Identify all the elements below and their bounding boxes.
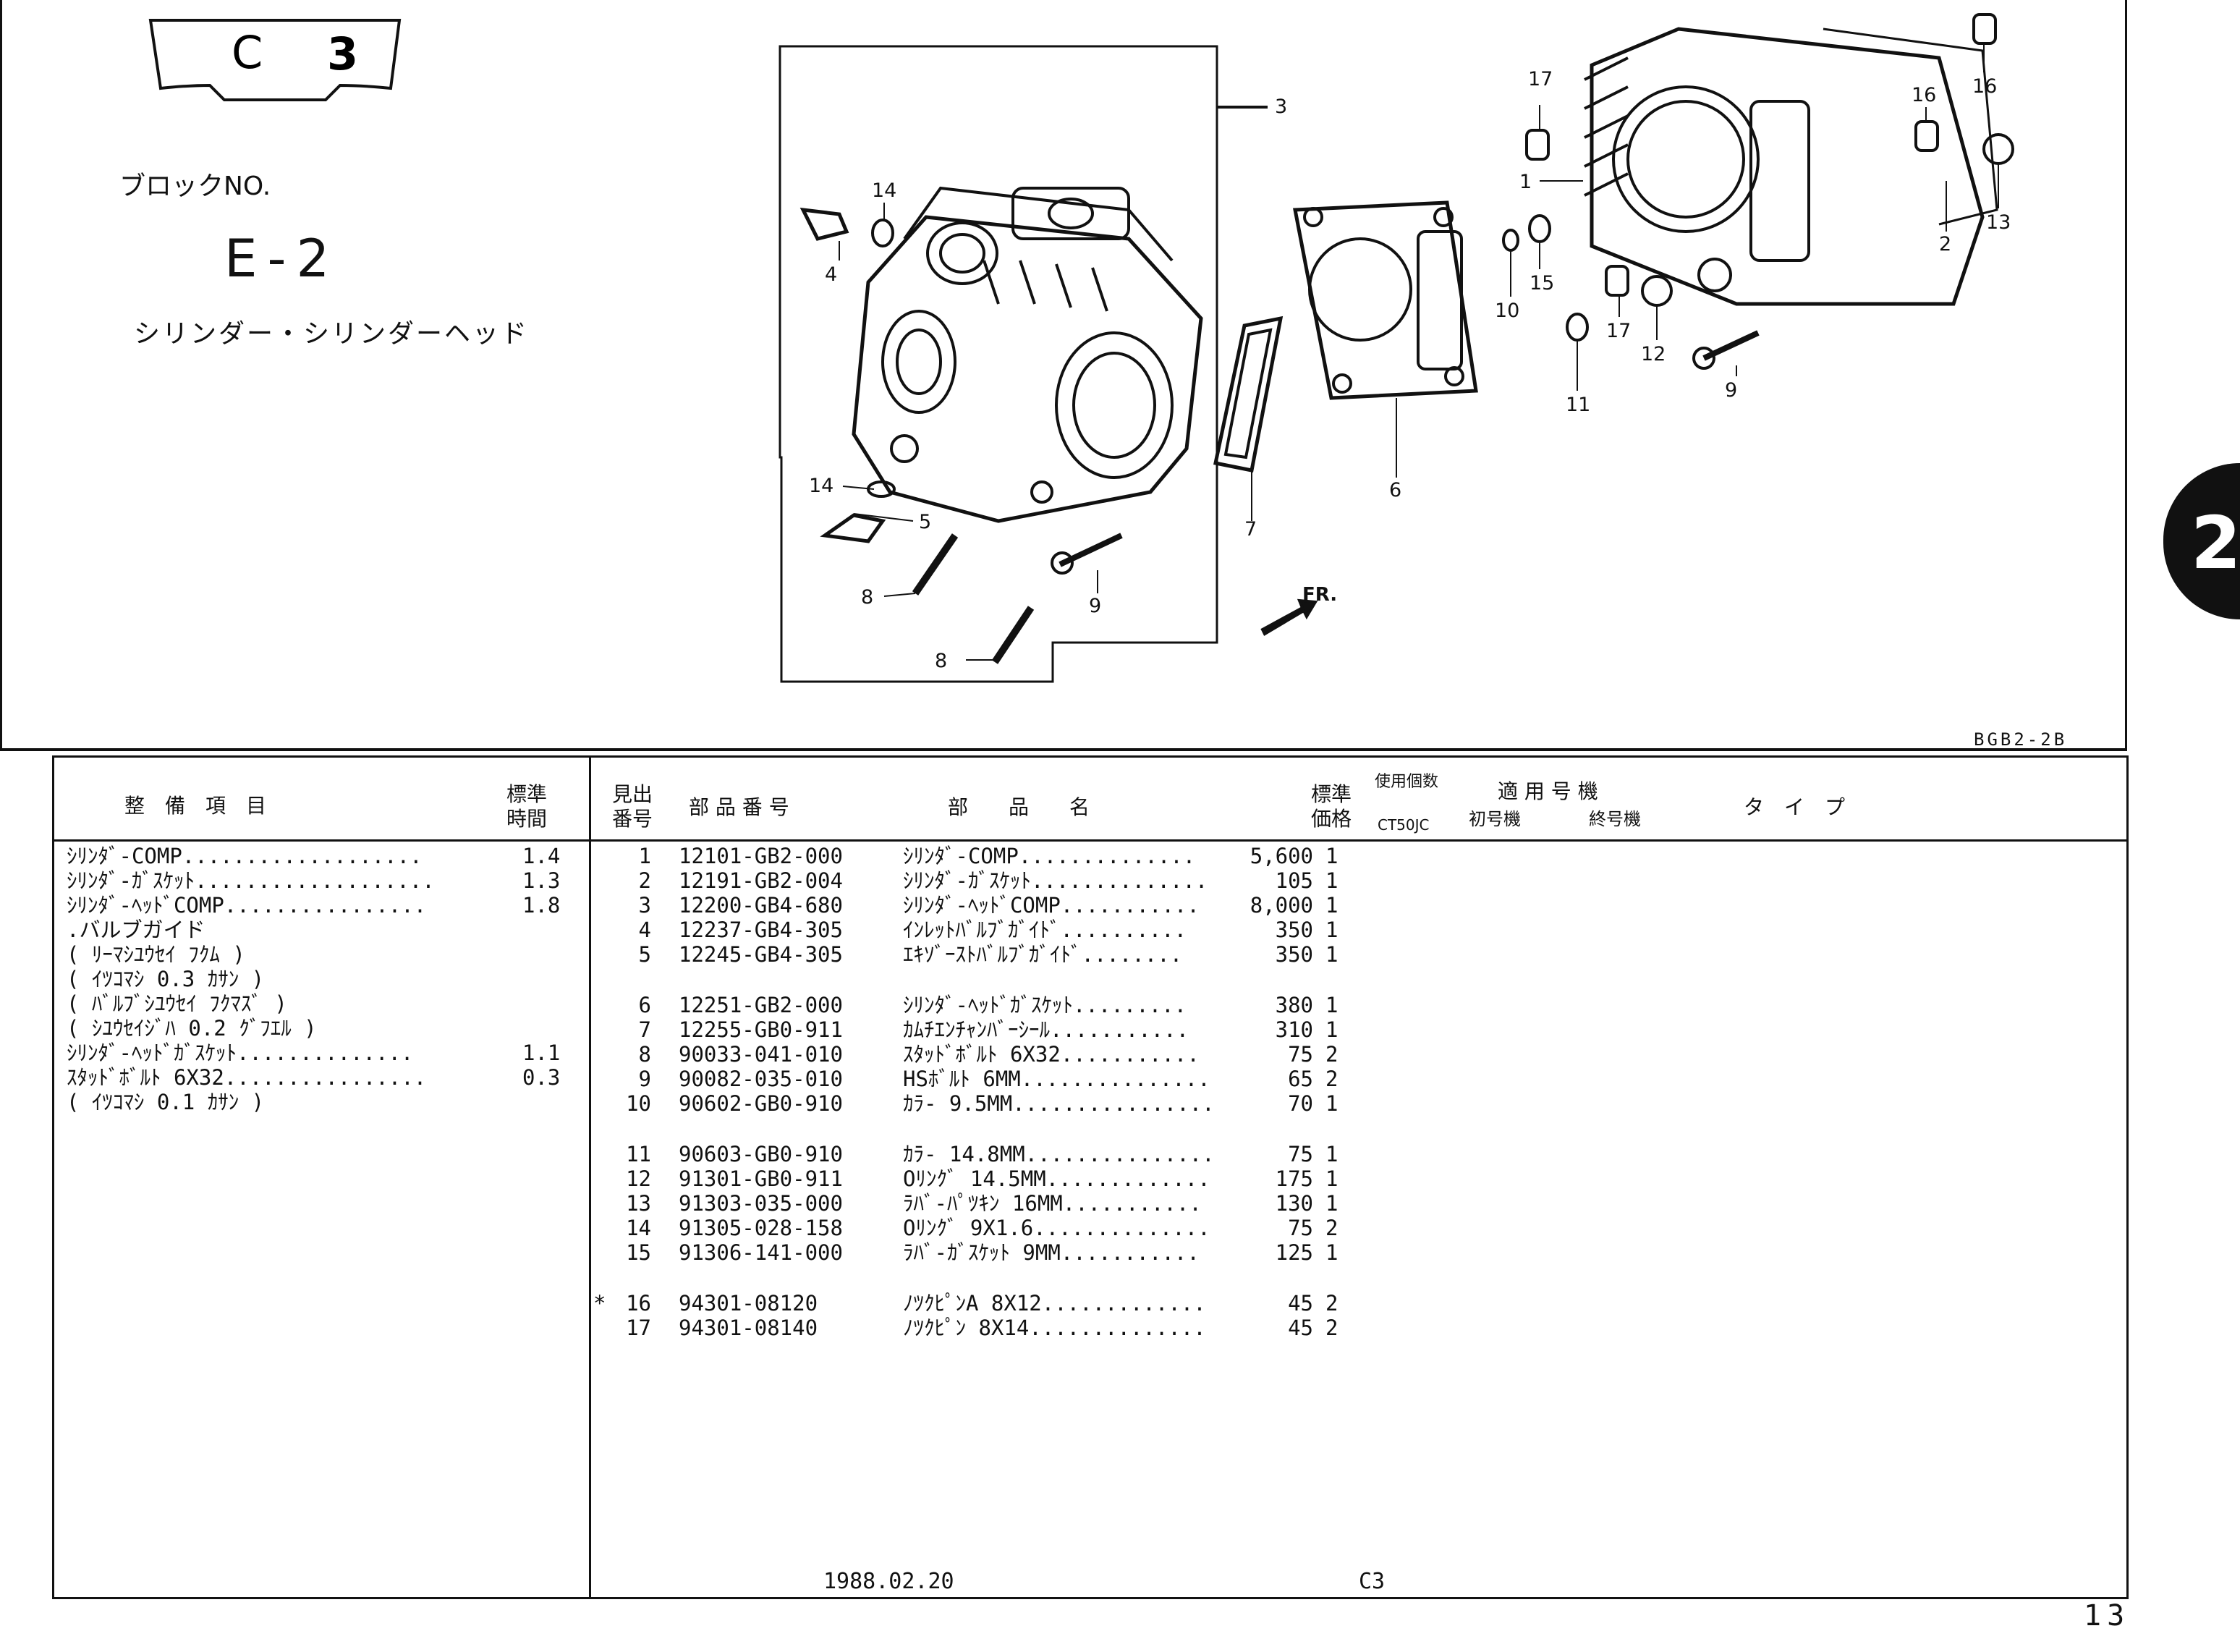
- callout: 15: [1530, 272, 1554, 295]
- header-divider: [52, 839, 2129, 842]
- callout: 14: [809, 475, 833, 497]
- callout: 1: [1519, 171, 1532, 193]
- header-ref-no-1: 見出: [612, 782, 653, 806]
- header-part-no: 部 品 番 号: [689, 795, 789, 819]
- header-part-name: 部 品 名: [948, 795, 1090, 819]
- callout: 16: [1972, 75, 1997, 98]
- cylinder-head-drawing: [852, 186, 1203, 523]
- cylinder-drawing: [1584, 27, 1998, 306]
- callout: 12: [1641, 343, 1666, 365]
- callout: 9: [1725, 379, 1737, 402]
- exploded-parts-diagram: FR. 1 2 3 4 5 6 7 8 8 9 9 10 11 12 13 14…: [779, 13, 2014, 683]
- callout: 4: [825, 263, 837, 286]
- list-item: ( ﾘｰﾏｼﾕｳｾｲ ﾌｸﾑ ): [67, 942, 245, 967]
- front-arrow-icon: [1260, 598, 1318, 636]
- section-badge: C 3: [148, 19, 402, 101]
- callout: 17: [1528, 68, 1553, 90]
- inlet-valve-guide: [799, 207, 849, 241]
- list-item: ( ｲﾂｺﾏｼ 0.3 ｶｻﾝ ): [67, 967, 265, 991]
- callout: 14: [872, 179, 896, 202]
- callout: 7: [1244, 518, 1257, 541]
- callout: 9: [1089, 595, 1101, 617]
- page-frame: [0, 0, 2127, 751]
- list-item: ( ﾊﾞﾙﾌﾞｼﾕｳｾｲ ﾌｸﾏｽﾞ ): [67, 991, 287, 1016]
- stud-bolt-b: [991, 606, 1035, 664]
- callout-numbers: 1 2 3 4 5 6 7 8 8 9 9 10 11 12 13 14 14 …: [809, 68, 2011, 672]
- header-price-2: 価格: [1311, 807, 1352, 831]
- callout: 11: [1566, 394, 1590, 416]
- list-item: ( ｲﾂｺﾏｼ 0.1 ｶｻﾝ ): [67, 1090, 265, 1114]
- header-qty-model: CT50JC: [1378, 816, 1430, 834]
- block-no-label: ブロックNO.: [119, 171, 271, 201]
- badge-letter: C: [232, 26, 263, 79]
- issue-date: 1988.02.20: [823, 1569, 954, 1594]
- list-item: ｽﾀｯﾄﾞﾎﾞﾙﾄ 6X32................0.3: [67, 1065, 561, 1090]
- callout: 13: [1986, 211, 2011, 234]
- callout: 10: [1495, 300, 1519, 322]
- side-tab-label: 2: [2191, 501, 2240, 585]
- header-std-time-2: 時間: [506, 807, 548, 831]
- header-price-1: 標準: [1311, 782, 1352, 806]
- badge-number: 3: [327, 27, 358, 80]
- list-item: ｼﾘﾝﾀﾞ-COMP...................1.4: [67, 844, 561, 868]
- exhaust-valve-guide: [820, 513, 886, 543]
- callout: 8: [935, 650, 947, 672]
- stud-bolt-a: [912, 533, 959, 596]
- callout: 8: [861, 586, 873, 609]
- footer-code: C3: [1359, 1569, 1386, 1594]
- section-side-tab: 2: [2163, 463, 2240, 619]
- page-number: 13: [2084, 1599, 2131, 1632]
- hs-bolt-head: [1059, 533, 1123, 567]
- head-gasket-drawing: [1293, 200, 1478, 400]
- block-title: シリンダー・シリンダーヘッド: [134, 319, 530, 349]
- callout: 2: [1939, 233, 1951, 255]
- list-item: ｼﾘﾝﾀﾞ-ｶﾞｽｹｯﾄ...................1.3: [67, 868, 561, 893]
- head-assembly-bracket: [779, 45, 1218, 683]
- list-item: ｼﾘﾝﾀﾞ-ﾍｯﾄﾞCOMP................1.8: [67, 893, 561, 918]
- parts-table: [52, 755, 2129, 1599]
- list-item: .バルブガイド: [67, 918, 205, 942]
- callout: 6: [1389, 479, 1401, 501]
- list-item: ｼﾘﾝﾀﾞ-ﾍｯﾄﾞｶﾞｽｹｯﾄ..............1.1: [67, 1041, 561, 1065]
- list-item: ( ｼﾕｳｾｲｼﾞﾊ 0.2 ｸﾞﾌｴﾙ ): [67, 1016, 317, 1041]
- callout: 16: [1912, 84, 1936, 106]
- callout: 3: [1275, 96, 1287, 118]
- front-arrow-label: FR.: [1302, 584, 1337, 606]
- header-qty: 使用個数: [1375, 773, 1439, 791]
- callout: 5: [919, 511, 931, 533]
- header-first-no: 初号機: [1469, 809, 1521, 829]
- header-last-no: 終号機: [1589, 809, 1641, 829]
- figure-code: BGB2-2B: [1974, 729, 2068, 750]
- column-divider: [589, 755, 591, 1599]
- header-ref-no-2: 番号: [612, 807, 653, 831]
- header-std-time-1: 標準: [506, 782, 548, 806]
- callout: 17: [1606, 320, 1631, 342]
- header-maint-item: 整 備 項 目: [124, 794, 267, 818]
- block-number: E-2: [224, 228, 340, 289]
- header-applicable: 適 用 号 機: [1498, 779, 1598, 803]
- header-type: タ イ プ: [1744, 795, 1846, 819]
